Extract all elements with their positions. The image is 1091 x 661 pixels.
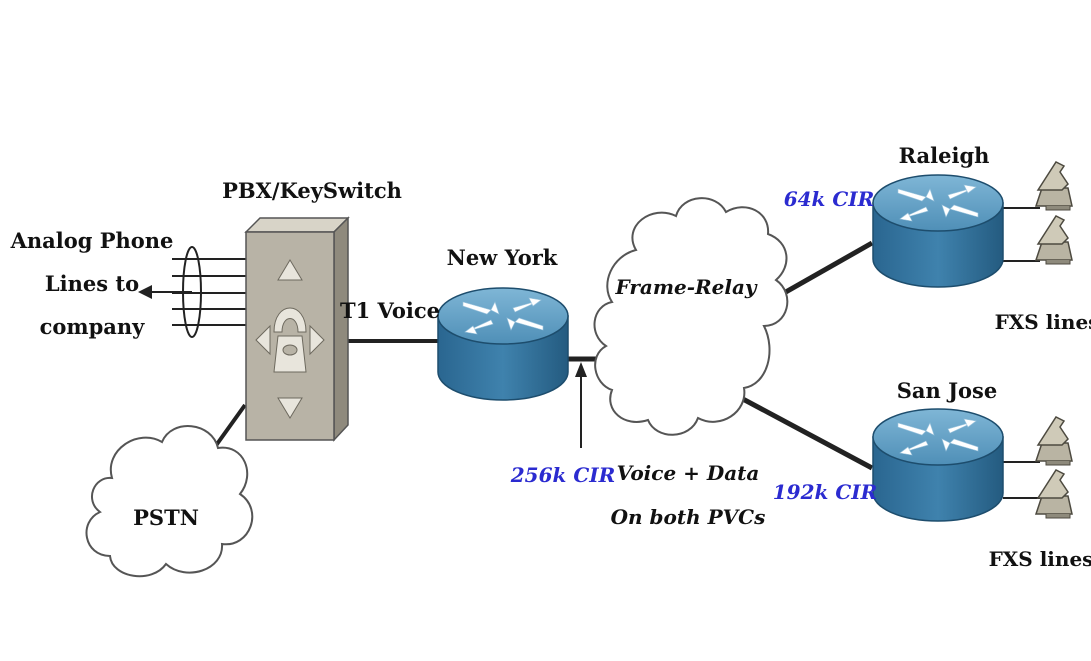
- fxs-lines-label-bottom: FXS lines: [989, 547, 1091, 571]
- arrow-icon: [138, 285, 152, 299]
- telephone-icon: [1035, 416, 1073, 466]
- analog-lines-bundle: [138, 246, 246, 338]
- telephone-icon: [1035, 469, 1073, 519]
- analog-lines-label-2: Lines to: [45, 271, 139, 296]
- cloud-icon: [85, 425, 254, 578]
- voice-data-label-1: Voice + Data: [617, 461, 760, 485]
- router-icon-raleigh: [872, 174, 1004, 288]
- pbx-icon: [244, 216, 350, 442]
- arrow-icon: [575, 362, 587, 448]
- router-icon-new-york: [437, 287, 569, 401]
- analog-lines-label-1: Analog Phone: [10, 228, 174, 253]
- pstn-label: PSTN: [133, 505, 199, 530]
- t1-voice-label: T1 Voice: [340, 298, 440, 323]
- fxs-lines-label-top: FXS lines: [995, 310, 1091, 334]
- telephone-icon: [1035, 161, 1073, 211]
- cir-256k-label: 256k CIR: [510, 463, 615, 487]
- pbx-label: PBX/KeySwitch: [222, 178, 402, 203]
- san-jose-label: San Jose: [897, 378, 997, 403]
- new-york-label: New York: [447, 245, 558, 270]
- telephone-icon: [1035, 215, 1073, 265]
- cloud-icon: [593, 197, 789, 436]
- voice-data-label-2: On both PVCs: [611, 505, 766, 529]
- router-icon-san-jose: [872, 408, 1004, 522]
- cir-64k-label: 64k CIR: [784, 187, 875, 211]
- analog-lines-label-3: company: [40, 314, 146, 339]
- raleigh-label: Raleigh: [899, 143, 990, 168]
- cir-192k-label: 192k CIR: [773, 480, 877, 504]
- frame-relay-label: Frame-Relay: [614, 275, 757, 299]
